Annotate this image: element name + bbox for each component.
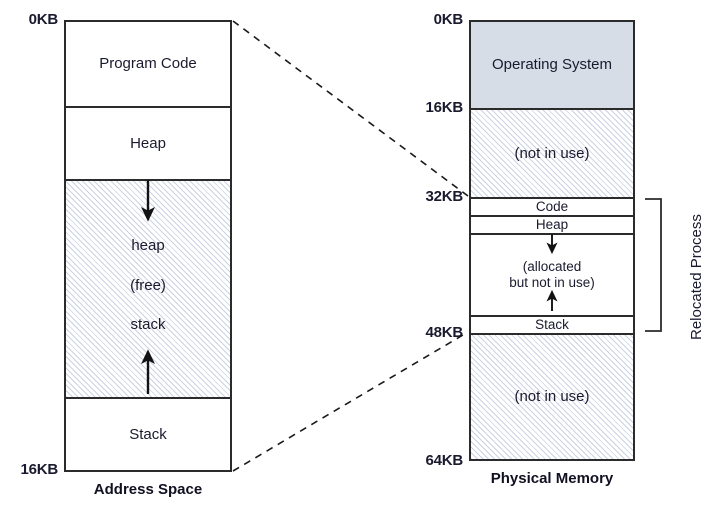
segment-label-stack: Stack xyxy=(535,317,569,333)
segment-label-allocated-line1: (allocated xyxy=(522,259,582,275)
address-space-caption: Address Space xyxy=(93,481,203,498)
addr-tick-as-0kb: 0KB xyxy=(28,11,59,28)
address-space-segment-heap: Heap xyxy=(66,108,230,181)
segment-label-free-free: (free) xyxy=(130,276,166,294)
relocated-process-label: Relocated Process xyxy=(688,214,705,340)
physical-memory-box: Operating System (not in use) Code Heap … xyxy=(469,20,635,461)
physical-memory-segment-code: Code xyxy=(471,199,633,217)
segment-label-not-in-use-lower: (not in use) xyxy=(514,388,590,406)
address-space-segment-free: heap (free) stack xyxy=(66,181,230,397)
addr-tick-as-16kb: 16KB xyxy=(20,461,58,478)
segment-label-allocated-line2: but not in use) xyxy=(509,275,595,290)
segment-label-operating-system: Operating System xyxy=(491,56,613,74)
segment-label-heap: Heap xyxy=(130,134,166,152)
physical-memory-segment-allocated-not-in-use: (allocated but not in use) xyxy=(471,235,633,315)
physical-memory-segment-not-in-use-upper: (not in use) xyxy=(471,110,633,199)
address-space-segment-program-code: Program Code xyxy=(66,22,230,108)
segment-label-code: Code xyxy=(535,199,569,215)
addr-tick-pm-32kb: 32KB xyxy=(425,188,463,205)
addr-tick-pm-0kb: 0KB xyxy=(433,11,464,28)
address-space-box: Program Code Heap heap (free) stack Stac… xyxy=(64,20,232,472)
addr-tick-pm-64kb: 64KB xyxy=(425,452,463,469)
relocated-process-bracket xyxy=(645,198,662,332)
segment-label-free-stack: stack xyxy=(130,316,166,334)
addr-tick-pm-16kb: 16KB xyxy=(425,99,463,116)
physical-memory-segment-not-in-use-lower: (not in use) xyxy=(471,335,633,459)
segment-label-heap: Heap xyxy=(535,217,569,233)
physical-memory-segment-stack: Stack xyxy=(471,315,633,335)
physical-memory-caption: Physical Memory xyxy=(490,470,614,487)
segment-label-program-code: Program Code xyxy=(99,55,197,73)
physical-memory-segment-operating-system: Operating System xyxy=(471,22,633,110)
segment-label-stack: Stack xyxy=(129,425,167,443)
segment-label-not-in-use-upper: (not in use) xyxy=(514,144,590,162)
mapping-line-bottom xyxy=(232,331,469,472)
address-space-segment-stack: Stack xyxy=(66,397,230,470)
segment-label-free-heap: heap xyxy=(131,237,165,254)
addr-tick-pm-48kb: 48KB xyxy=(425,324,463,341)
physical-memory-segment-heap: Heap xyxy=(471,217,633,235)
